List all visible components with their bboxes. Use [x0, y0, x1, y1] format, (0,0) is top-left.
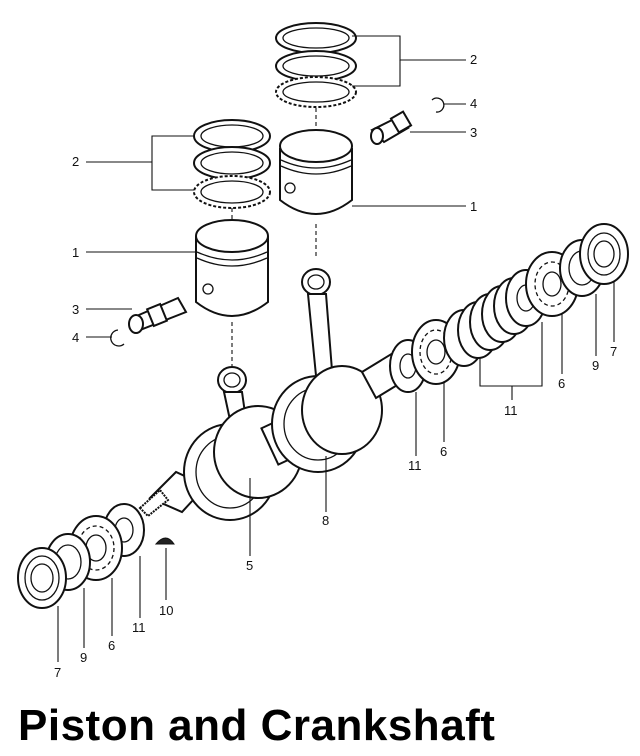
- callout-pin-right: 3: [470, 125, 477, 140]
- callout-woodruff-key: 10: [159, 603, 173, 618]
- circlip-right: [431, 97, 445, 113]
- piston-right: [279, 129, 353, 215]
- callout-rings-left: 2: [72, 154, 79, 169]
- callout-con-rod: 8: [322, 513, 329, 528]
- callout-seal-left-outer: 7: [54, 665, 61, 680]
- callout-seal-right-inner: 9: [592, 358, 599, 373]
- callout-circlip-right: 4: [470, 96, 477, 111]
- diagram-title: Piston and Crankshaft: [18, 701, 496, 750]
- callout-spacer-stack: 11: [504, 403, 518, 418]
- callout-bearing-center: 6: [440, 444, 447, 459]
- callout-circlip-left: 4: [72, 330, 79, 345]
- callout-seal-left-inner: 9: [80, 650, 87, 665]
- oil-seal-right-outer: [579, 223, 629, 285]
- woodruff-key: [154, 537, 175, 545]
- callout-seal-right-outer: 7: [610, 344, 617, 359]
- callout-washer-left: 11: [132, 620, 146, 635]
- callout-pin-left: 3: [72, 302, 79, 317]
- oil-seal-left-outer: [17, 547, 67, 609]
- callout-piston-left: 1: [72, 245, 79, 260]
- piston-rings-right: [275, 22, 357, 108]
- callout-piston-right: 1: [470, 199, 477, 214]
- callout-bearing-left: 6: [108, 638, 115, 653]
- callout-washer-center: 11: [408, 458, 422, 473]
- callout-bearing-right: 6: [558, 376, 565, 391]
- callout-rings-right: 2: [470, 52, 477, 67]
- crankshaft: [138, 348, 419, 521]
- exploded-parts-diagram: 2 4 3 1 2 1 3 4 5 8 10 11 6 9 7 11 6 11 …: [17, 22, 629, 680]
- piston-pin-left: [128, 296, 188, 334]
- piston-pin-right: [370, 110, 413, 145]
- piston-rings-left: [193, 119, 271, 209]
- circlip-left: [110, 329, 125, 347]
- callout-crankshaft: 5: [246, 558, 253, 573]
- piston-left: [195, 219, 269, 317]
